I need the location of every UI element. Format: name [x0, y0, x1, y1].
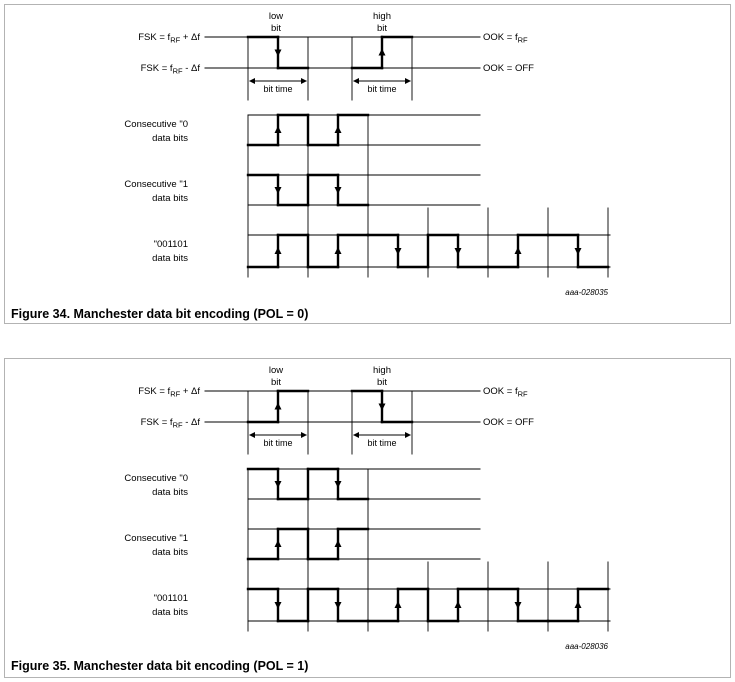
dimension-arrow — [301, 432, 307, 438]
transition-arrow — [334, 602, 342, 609]
transition-arrow — [378, 403, 386, 411]
dimension-arrow — [353, 78, 359, 84]
transition-arrow — [274, 402, 282, 410]
figure-caption: Figure 34. Manchester data bit encoding … — [11, 307, 309, 321]
transition-arrow — [574, 248, 582, 255]
transition-arrow — [274, 602, 282, 609]
high-bit-label: high — [373, 11, 391, 22]
row-label: Consecutive "0 — [124, 473, 188, 484]
transition-arrow — [274, 187, 282, 194]
dimension-arrow — [249, 78, 255, 84]
low-bit-label: low — [269, 365, 283, 376]
bit-time-label: bit time — [263, 438, 292, 448]
transition-arrow — [514, 247, 522, 254]
row-label: Consecutive "0 — [124, 119, 188, 130]
row-label: data bits — [152, 253, 188, 264]
figure-code: aaa-028036 — [565, 642, 608, 651]
transition-arrow — [454, 248, 462, 255]
row-label: Consecutive "1 — [124, 179, 188, 190]
bit-time-label: bit time — [367, 84, 396, 94]
row-label: data bits — [152, 607, 188, 618]
transition-arrow — [334, 247, 342, 254]
transition-arrow — [394, 248, 402, 255]
row-label: "001101 — [154, 593, 188, 604]
transition-arrow — [334, 126, 342, 133]
low-bit-label: bit — [271, 23, 281, 34]
high-bit-label: bit — [377, 377, 387, 388]
dimension-arrow — [405, 432, 411, 438]
fsk-high-label: FSK = fRF + Δf — [138, 386, 200, 399]
fsk-high-label: FSK = fRF + Δf — [138, 32, 200, 45]
transition-arrow — [394, 601, 402, 608]
figure-caption: Figure 35. Manchester data bit encoding … — [11, 659, 309, 673]
figure-code: aaa-028035 — [565, 288, 608, 297]
ook-low-label: OOK = OFF — [483, 417, 534, 428]
dimension-arrow — [301, 78, 307, 84]
transition-arrow — [274, 126, 282, 133]
row-label: data bits — [152, 487, 188, 498]
transition-arrow — [334, 187, 342, 194]
high-bit-label: bit — [377, 23, 387, 34]
high-bit-label: high — [373, 365, 391, 376]
transition-arrow — [334, 481, 342, 488]
row-label: data bits — [152, 133, 188, 144]
bit-time-label: bit time — [367, 438, 396, 448]
transition-arrow — [454, 601, 462, 608]
fsk-low-label: FSK = fRF - Δf — [141, 417, 201, 430]
fsk-low-label: FSK = fRF - Δf — [141, 63, 201, 76]
row-label: Consecutive "1 — [124, 533, 188, 544]
transition-arrow — [274, 540, 282, 547]
transition-arrow — [574, 601, 582, 608]
transition-arrow — [334, 540, 342, 547]
ook-high-label: OOK = fRF — [483, 32, 528, 45]
ook-high-label: OOK = fRF — [483, 386, 528, 399]
transition-arrow — [274, 49, 282, 57]
ook-low-label: OOK = OFF — [483, 63, 534, 74]
transition-arrow — [514, 602, 522, 609]
transition-arrow — [274, 481, 282, 488]
dimension-arrow — [353, 432, 359, 438]
low-bit-label: bit — [271, 377, 281, 388]
dimension-arrow — [249, 432, 255, 438]
transition-arrow — [378, 48, 386, 56]
row-label: "001101 — [154, 239, 188, 250]
dimension-arrow — [405, 78, 411, 84]
transition-arrow — [274, 247, 282, 254]
low-bit-label: low — [269, 11, 283, 22]
row-label: data bits — [152, 193, 188, 204]
row-label: data bits — [152, 547, 188, 558]
bit-time-label: bit time — [263, 84, 292, 94]
